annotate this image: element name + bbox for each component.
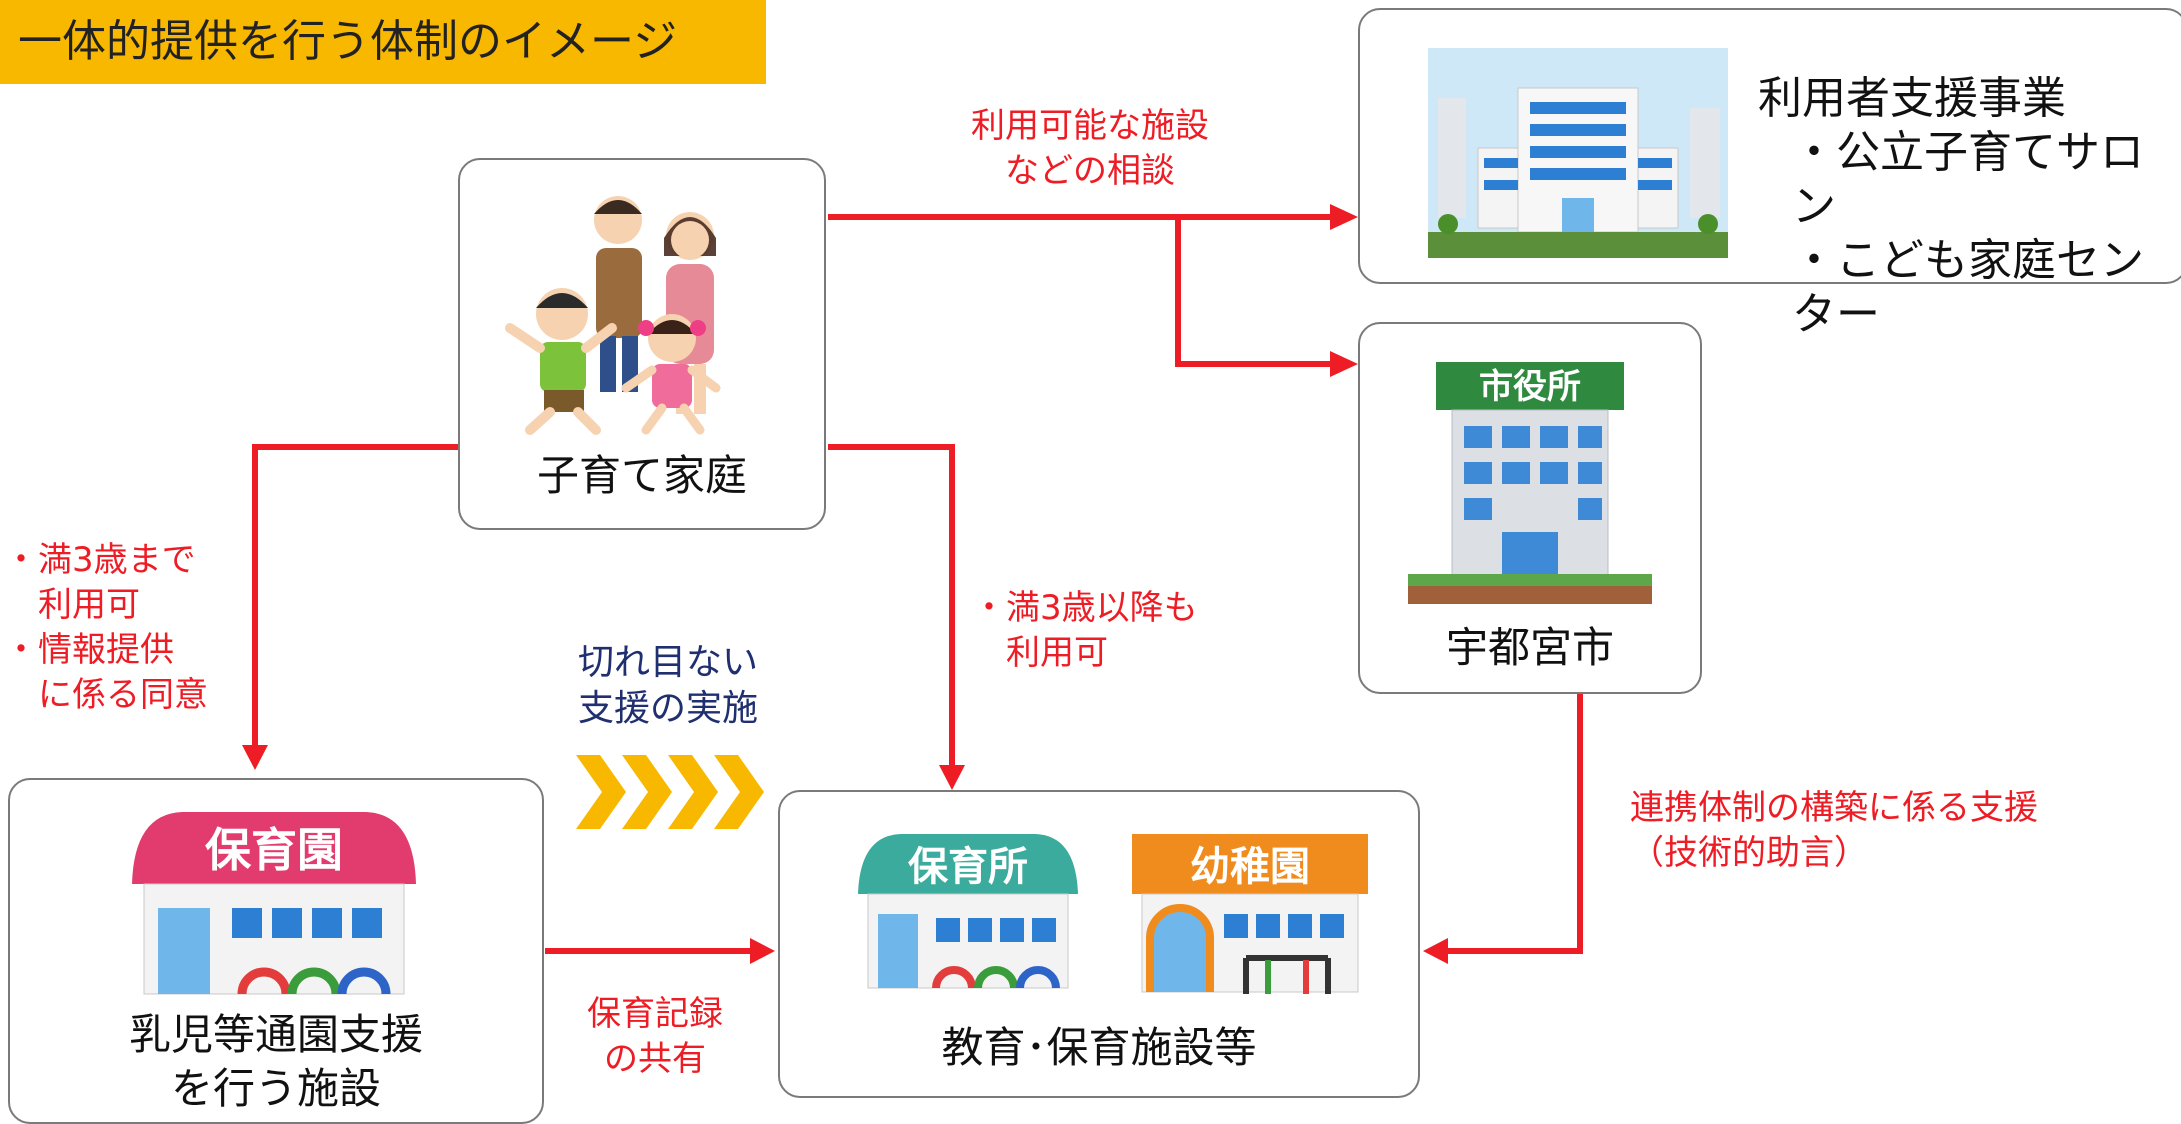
over3-line-2: 利用可 xyxy=(972,633,1108,673)
public-building-illustration xyxy=(1428,48,1728,258)
arrowhead-support xyxy=(1330,204,1358,230)
seamless-line-1: 切れ目ない xyxy=(577,642,758,683)
coordination-line-2: （技術的助言） xyxy=(1630,833,1868,873)
nursery-node: 保育園 乳児等通園支援 を行う施設 xyxy=(8,778,544,1124)
family-label: 子育て家庭 xyxy=(536,451,747,500)
support-info: 利用者支援事業 ・公立子育てサロン ・こども家庭センター xyxy=(1758,72,2178,342)
arrowhead-education xyxy=(939,765,965,790)
support-item-center: ・こども家庭センター xyxy=(1792,235,2144,340)
arrow-family-to-education xyxy=(828,444,955,770)
support-node: 利用者支援事業 ・公立子育てサロン ・こども家庭センター xyxy=(1358,8,2181,340)
consult-line-1: 利用可能な施設 xyxy=(971,106,1209,146)
nursery-line-1: 乳児等通園支援 xyxy=(128,1010,423,1059)
under3-line-2: 利用可 xyxy=(4,585,140,625)
under3-label: ・満3歳まで 利用可 ・情報提供 に係る同意 xyxy=(4,538,264,718)
under3-line-4: に係る同意 xyxy=(4,675,208,715)
seamless-chevrons xyxy=(576,755,764,829)
hoikusho-illustration: 保育所 xyxy=(858,834,1078,989)
under3-line-3: ・情報提供 xyxy=(4,630,174,670)
consult-line-2: などの相談 xyxy=(1005,151,1175,191)
coordination-label: 連携体制の構築に係る支援 （技術的助言） xyxy=(1630,786,2090,876)
family-node: 子育て家庭 xyxy=(458,158,826,530)
nursery-sign: 保育園 xyxy=(205,823,343,877)
support-item-salon: ・公立子育てサロン xyxy=(1792,127,2144,232)
city-hall-illustration: 市役所 xyxy=(1408,362,1652,604)
coordination-line-1: 連携体制の構築に係る支援 xyxy=(1630,788,2038,828)
arrowhead-nursery-to-edu xyxy=(750,938,775,964)
consult-label: 利用可能な施設 などの相談 xyxy=(960,104,1220,194)
arrow-family-to-nursery xyxy=(252,444,460,752)
youchien-sign: 幼稚園 xyxy=(1190,844,1310,890)
nursery-label: 乳児等通園支援 を行う施設 xyxy=(10,1008,542,1116)
city-label: 宇都宮市 xyxy=(1445,623,1614,672)
over3-line-1: ・満3歳以降も xyxy=(972,588,1198,628)
family-illustration xyxy=(505,196,721,435)
diagram-title: 一体的提供を行う体制のイメージ xyxy=(0,0,766,84)
records-line-2: の共有 xyxy=(604,1039,706,1079)
records-line-1: 保育記録 xyxy=(587,994,723,1034)
seamless-label: 切れ目ない 支援の実施 xyxy=(548,640,788,732)
hoikusho-sign: 保育所 xyxy=(908,844,1028,890)
support-title: 利用者支援事業 xyxy=(1758,73,2066,124)
city-node: 市役所 宇都宮市 xyxy=(1358,322,1702,694)
records-label: 保育記録 の共有 xyxy=(570,992,740,1082)
education-node: 保育所 幼稚園 教育･保育施設等 xyxy=(778,790,1420,1098)
arrow-city-to-education xyxy=(1440,692,1583,954)
youchien-illustration: 幼稚園 xyxy=(1132,834,1368,994)
nursery-line-2: を行う施設 xyxy=(170,1064,381,1113)
education-label: 教育･保育施設等 xyxy=(941,1023,1257,1072)
seamless-line-2: 支援の実施 xyxy=(577,688,758,729)
under3-line-1: ・満3歳まで xyxy=(4,540,196,580)
arrowhead-city-to-edu xyxy=(1423,938,1448,964)
city-hall-sign: 市役所 xyxy=(1479,367,1581,407)
arrowhead-nursery xyxy=(242,745,268,770)
nursery-illustration: 保育園 xyxy=(132,812,416,995)
arrow-branch-to-city xyxy=(1175,217,1330,367)
over3-label: ・満3歳以降も 利用可 xyxy=(972,586,1232,676)
arrowhead-city xyxy=(1330,351,1358,377)
